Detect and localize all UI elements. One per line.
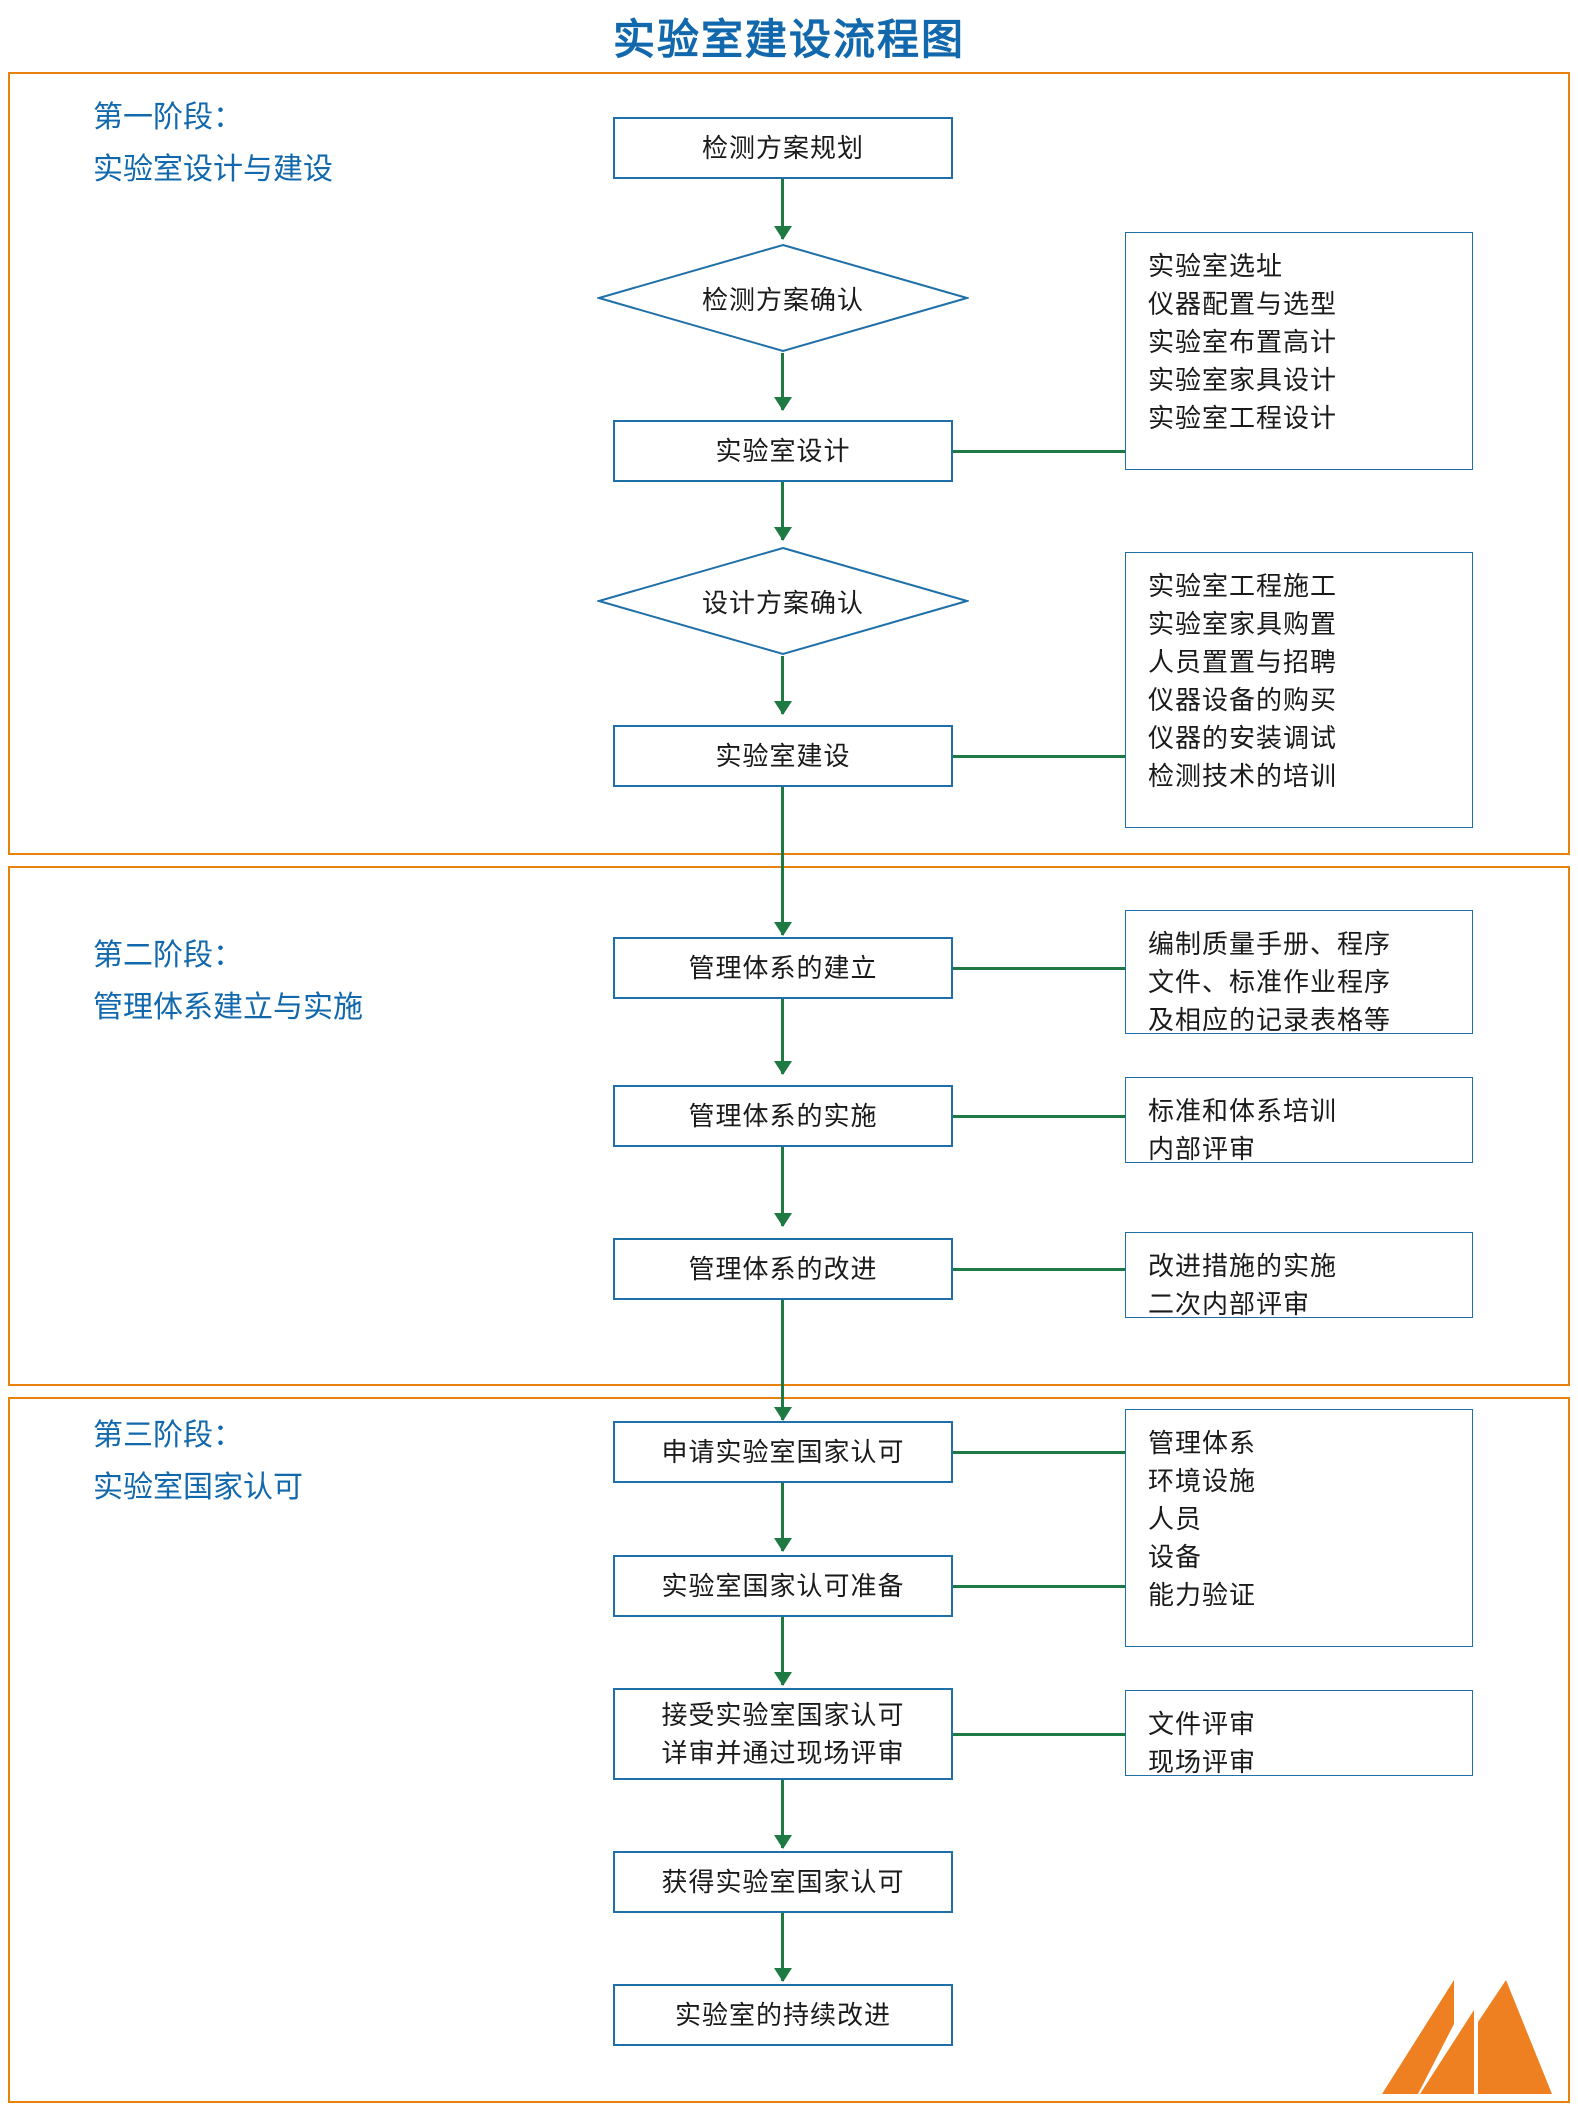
connector-n2-n3 <box>781 353 784 410</box>
connector-prepare-note <box>953 1585 1125 1588</box>
diamond-shape <box>597 546 969 656</box>
note-line: 实验室工程设计 <box>1148 403 1338 433</box>
node-mgmt-system-implement[interactable]: 管理体系的实施 <box>613 1085 953 1147</box>
node-accept-onsite-review-line1: 接受实验室国家认可 <box>661 1700 905 1730</box>
note-line: 实验室选址 <box>1148 251 1284 281</box>
connector-stage2-stage3 <box>781 1300 784 1420</box>
node-apply-national-accreditation[interactable]: 申请实验室国家认可 <box>613 1421 953 1483</box>
decision-design-plan-confirm[interactable]: 设计方案确认 <box>597 546 969 656</box>
connector-lab-construction-note <box>953 755 1125 758</box>
arrow-n1-n2 <box>774 226 792 240</box>
note-line: 及相应的记录表格等 <box>1148 1005 1392 1035</box>
note-line: 仪器设备的购买 <box>1148 685 1338 715</box>
node-inspection-plan[interactable]: 检测方案规划 <box>613 117 953 179</box>
note-line: 文件、标准作业程序 <box>1148 967 1392 997</box>
note-line: 能力验证 <box>1148 1580 1257 1610</box>
note-line: 改进措施的实施 <box>1148 1251 1338 1281</box>
note-line: 人员置置与招聘 <box>1148 647 1338 677</box>
connector-n10-n11 <box>781 1617 784 1685</box>
arrow-n11-n12 <box>774 1835 792 1849</box>
note-mgmt-establish-items: 编制质量手册、程序 文件、标准作业程序 及相应的记录表格等 <box>1125 910 1473 1035</box>
company-logo <box>1382 1962 1552 2094</box>
stage-1-label-line2: 实验室设计与建设 <box>93 153 333 186</box>
arrow-n6-n7 <box>774 1061 792 1075</box>
stage-3-label: 第三阶段： 实验室国家认可 <box>93 1410 303 1514</box>
node-mgmt-system-establish[interactable]: 管理体系的建立 <box>613 937 953 999</box>
note-lab-construction-items: 实验室工程施工 实验室家具购置 人员置置与招聘 仪器设备的购买 仪器的安装调试 … <box>1125 552 1473 828</box>
note-line: 现场评审 <box>1148 1747 1257 1777</box>
note-accreditation-scope-items: 管理体系 环境设施 人员 设备 能力验证 <box>1125 1409 1473 1647</box>
connector-n1-n2 <box>781 179 784 239</box>
connector-mgmt-improve-note <box>953 1268 1125 1271</box>
arrow-n9-n10 <box>774 1538 792 1552</box>
diamond-shape <box>597 243 969 353</box>
connector-n7-n8 <box>781 1147 784 1226</box>
note-line: 标准和体系培训 <box>1148 1096 1338 1126</box>
connector-n6-n7 <box>781 999 784 1074</box>
arrow-n10-n11 <box>774 1672 792 1686</box>
arrow-stage2-stage3 <box>774 1407 792 1421</box>
note-line: 内部评审 <box>1148 1134 1257 1164</box>
node-lab-construction[interactable]: 实验室建设 <box>613 725 953 787</box>
stage-2-label-line1: 第二阶段： <box>93 939 243 972</box>
note-line: 实验室家具设计 <box>1148 365 1338 395</box>
stage-1-label-line1: 第一阶段： <box>93 101 243 134</box>
stage-3-frame <box>8 1397 1570 2103</box>
connector-mgmt-establish-note <box>953 967 1125 970</box>
connector-stage1-stage2 <box>781 787 784 935</box>
note-review-items: 文件评审 现场评审 <box>1125 1690 1473 1777</box>
note-line: 实验室家具购置 <box>1148 609 1338 639</box>
note-line: 文件评审 <box>1148 1709 1257 1739</box>
arrow-n4-n5 <box>774 701 792 715</box>
logo-icon <box>1382 1980 1552 2094</box>
stage-2-label-line2: 管理体系建立与实施 <box>93 991 363 1024</box>
decision-inspection-plan-confirm-label: 检测方案确认 <box>701 284 864 315</box>
node-accept-onsite-review-line2: 详审并通过现场评审 <box>661 1738 905 1768</box>
node-prepare-national-accreditation[interactable]: 实验室国家认可准备 <box>613 1555 953 1617</box>
note-line: 设备 <box>1148 1542 1203 1572</box>
page-title: 实验室建设流程图 <box>612 16 965 63</box>
note-line: 环境设施 <box>1148 1466 1257 1496</box>
stage-2-frame <box>8 866 1570 1386</box>
decision-inspection-plan-confirm[interactable]: 检测方案确认 <box>597 243 969 353</box>
note-line: 实验室布置高计 <box>1148 327 1338 357</box>
connector-n9-n10 <box>781 1483 784 1551</box>
connector-n11-n12 <box>781 1780 784 1848</box>
stage-3-label-line2: 实验室国家认可 <box>93 1471 303 1504</box>
decision-design-plan-confirm-label: 设计方案确认 <box>701 587 864 618</box>
note-line: 二次内部评审 <box>1148 1289 1311 1319</box>
stage-3-label-line1: 第三阶段： <box>93 1419 243 1452</box>
note-line: 管理体系 <box>1148 1428 1257 1458</box>
connector-apply-note <box>953 1451 1125 1454</box>
note-mgmt-implement-items: 标准和体系培训 内部评审 <box>1125 1077 1473 1164</box>
connector-n12-n13 <box>781 1913 784 1981</box>
arrow-n7-n8 <box>774 1213 792 1227</box>
arrow-n2-n3 <box>774 397 792 411</box>
connector-n3-n4 <box>781 482 784 540</box>
connector-mgmt-implement-note <box>953 1115 1125 1118</box>
node-continuous-improvement[interactable]: 实验室的持续改进 <box>613 1984 953 2046</box>
connector-n4-n5 <box>781 656 784 714</box>
node-accept-onsite-review[interactable]: 接受实验室国家认可 详审并通过现场评审 <box>613 1688 953 1780</box>
note-mgmt-improve-items: 改进措施的实施 二次内部评审 <box>1125 1232 1473 1319</box>
connector-lab-design-note <box>953 450 1125 453</box>
note-lab-design-items: 实验室选址 仪器配置与选型 实验室布置高计 实验室家具设计 实验室工程设计 <box>1125 232 1473 470</box>
node-lab-design[interactable]: 实验室设计 <box>613 420 953 482</box>
stage-1-frame <box>8 72 1570 855</box>
note-line: 仪器配置与选型 <box>1148 289 1338 319</box>
note-line: 检测技术的培训 <box>1148 761 1338 791</box>
stage-1-label: 第一阶段： 实验室设计与建设 <box>93 92 333 196</box>
arrow-n12-n13 <box>774 1968 792 1982</box>
arrow-n3-n4 <box>774 527 792 541</box>
note-line: 人员 <box>1148 1504 1203 1534</box>
node-obtain-national-accreditation[interactable]: 获得实验室国家认可 <box>613 1851 953 1913</box>
note-line: 仪器的安装调试 <box>1148 723 1338 753</box>
arrow-stage1-stage2 <box>774 922 792 936</box>
connector-accept-note <box>953 1733 1125 1736</box>
note-line: 实验室工程施工 <box>1148 571 1338 601</box>
node-mgmt-system-improve[interactable]: 管理体系的改进 <box>613 1238 953 1300</box>
note-line: 编制质量手册、程序 <box>1148 929 1392 959</box>
stage-2-label: 第二阶段： 管理体系建立与实施 <box>93 930 363 1034</box>
